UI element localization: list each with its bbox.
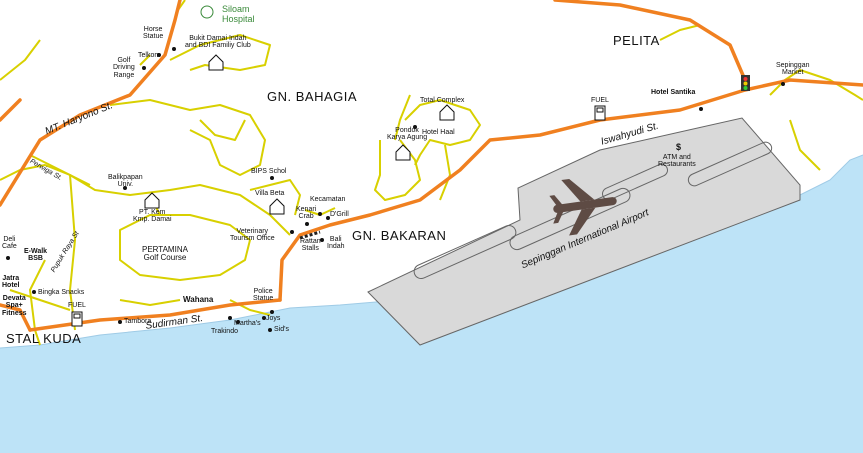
dgrill-label: D'Grill	[330, 211, 349, 218]
marthas-label: Martha's	[234, 320, 261, 327]
area-gn-bahagia: GN. BAHAGIA	[267, 89, 358, 104]
house-icon-pondok	[395, 144, 411, 161]
house-icon-ptkem	[144, 192, 160, 209]
bips-school-label: BIPS Schol	[251, 168, 287, 175]
area-pelita: PELITA	[613, 33, 660, 48]
road-pelita	[553, 0, 747, 82]
area-stal-kuda: STAL KUDA	[6, 331, 82, 346]
house-icon-villa	[269, 198, 285, 215]
poi-markers	[6, 47, 785, 332]
fuel-pump-icon-west	[71, 311, 83, 327]
house-icon-total	[439, 104, 455, 121]
hotel-haal-label: Hotel Haal	[422, 129, 455, 136]
hospital-icon	[200, 5, 214, 19]
hotel-santika-label: Hotel Santika	[651, 89, 696, 96]
house-icon-bukit	[208, 54, 224, 71]
road-dashed	[299, 230, 321, 240]
airplane-icon	[549, 178, 617, 236]
atm-symbol: $	[676, 142, 682, 152]
runway-1	[413, 224, 517, 280]
road-haryono	[0, 0, 182, 207]
runway-2	[509, 187, 631, 251]
wahana-label: Wahana	[183, 295, 214, 304]
total-complex-label: Total Complex	[420, 97, 465, 104]
bingka-snacks-label: Bingka Snacks	[38, 289, 85, 296]
telkom-label: Telkom	[138, 52, 161, 59]
area-gn-bakaran: GN. BAKARAN	[352, 228, 447, 243]
fuel-label-east: FUEL	[591, 97, 609, 104]
trakindo-label: Trakindo	[211, 328, 238, 335]
runway-4	[602, 163, 668, 201]
kecamatan-label: Kecamatan	[310, 196, 346, 203]
road-bakaran	[278, 78, 863, 302]
traffic-light-icon	[741, 75, 750, 91]
tambora-label: Tambora	[124, 318, 152, 325]
road-pupuk	[0, 98, 22, 122]
joys-label: Joys	[266, 315, 281, 322]
villa-beta-label: Villa Beta	[255, 190, 285, 197]
sids-label: Sid's	[274, 326, 289, 333]
road-west	[0, 303, 32, 332]
fuel-pump-icon-east	[594, 105, 606, 121]
main-roads	[0, 0, 863, 332]
fuel-label-west: FUEL	[68, 302, 86, 309]
runway-3	[687, 141, 773, 187]
